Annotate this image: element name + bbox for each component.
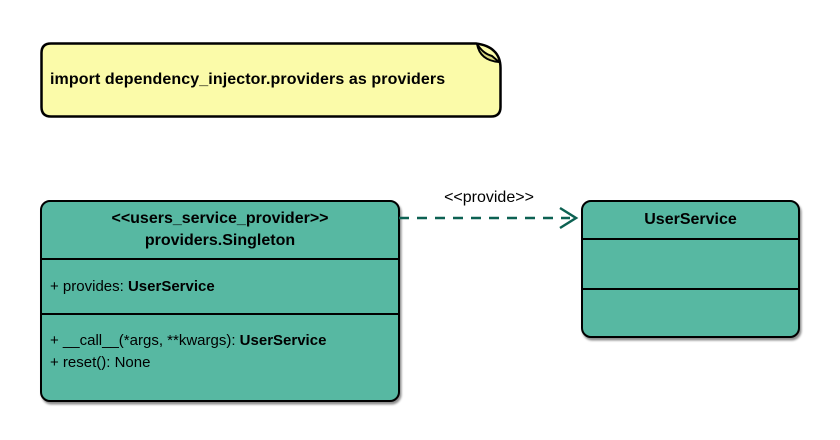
class-name: providers.Singleton xyxy=(144,232,296,249)
class-name: UserService xyxy=(644,211,737,228)
attribute-provides-prefix: + provides: xyxy=(50,278,128,295)
class-methods-section: + __call__(*args, **kwargs): UserService… xyxy=(42,313,398,398)
method-reset: + reset(): None xyxy=(50,354,151,371)
provide-arrow-label: <<provide>> xyxy=(444,189,534,206)
class-header-userservice: UserService xyxy=(583,202,798,238)
note-text: import dependency_injector.providers as … xyxy=(50,71,446,88)
note-shape xyxy=(40,42,502,118)
attribute-provides: + provides: UserService xyxy=(50,278,215,295)
class-header-providers-singleton: <<users_service_provider>> providers.Sin… xyxy=(42,202,398,258)
method-call: + __call__(*args, **kwargs): UserService xyxy=(50,330,398,352)
provide-arrowhead-icon xyxy=(559,206,579,230)
class-methods-section-empty xyxy=(583,288,798,334)
attribute-provides-type: UserService xyxy=(127,278,215,295)
provide-arrow xyxy=(399,206,579,230)
method-call-prefix: + __call__(*args, **kwargs): xyxy=(50,332,240,349)
method-call-type: UserService xyxy=(239,332,327,349)
class-attributes-section-empty xyxy=(583,238,798,288)
class-stereotype: <<users_service_provider>> xyxy=(111,210,329,227)
class-userservice: UserService xyxy=(581,200,800,338)
note-body xyxy=(40,42,502,118)
note-import-statement: import dependency_injector.providers as … xyxy=(40,42,502,118)
class-attributes-section: + provides: UserService xyxy=(42,258,398,313)
class-providers-singleton: <<users_service_provider>> providers.Sin… xyxy=(40,200,400,402)
note-fold-icon xyxy=(476,43,500,63)
